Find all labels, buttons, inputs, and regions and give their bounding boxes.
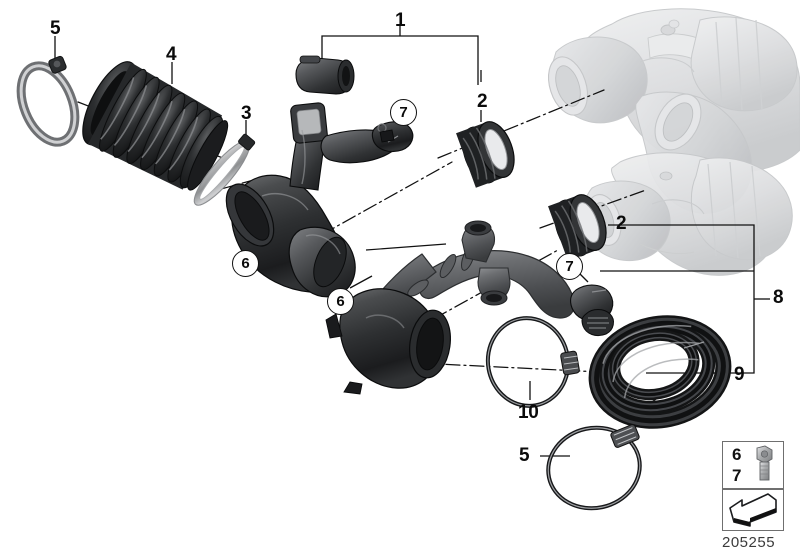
callout-8: 8 <box>773 287 784 308</box>
part-8-intake-hose-assembly <box>325 220 614 395</box>
part-9-coiled-hose <box>588 315 732 429</box>
callout-9: 9 <box>734 364 745 385</box>
callout-circle-6-lower: 6 <box>327 288 354 315</box>
arrow-pointer-icon <box>729 493 777 527</box>
legend-box-fasteners <box>722 441 784 489</box>
ghost-turbocharger-lower <box>582 152 793 276</box>
legend-number-6: 6 <box>732 445 742 464</box>
callout-circle-7-lower: 7 <box>556 253 583 280</box>
callout-circle-7-upper: 7 <box>390 99 417 126</box>
callout-1: 1 <box>395 10 406 31</box>
callout-10: 10 <box>518 402 539 423</box>
part-1-intake-manifold-assembly <box>225 55 414 298</box>
part-2-rubber-coupling-lower <box>548 194 607 261</box>
leader-assembly8-label <box>365 243 447 251</box>
part-10-retaining-ring <box>485 316 580 408</box>
part-5-hose-clamp-upper <box>16 55 80 147</box>
part-5-hose-clamp-lower <box>546 424 642 511</box>
tie-6b <box>349 275 373 289</box>
callout-2-upper: 2 <box>477 91 488 112</box>
callout-2-lower: 2 <box>616 213 627 234</box>
hex-bolt-icon <box>756 445 773 481</box>
callout-4: 4 <box>166 44 177 65</box>
ghost-turbocharger-upper <box>547 8 800 174</box>
callout-3: 3 <box>241 103 252 124</box>
callout-5-lower: 5 <box>519 445 530 466</box>
callout-5-upper: 5 <box>50 18 61 39</box>
diagram-part-number: 205255 <box>722 534 776 551</box>
part-2-rubber-coupling-upper <box>456 121 515 188</box>
legend-number-7: 7 <box>732 466 742 485</box>
part-3-sealing-ring <box>193 133 256 206</box>
part-4-bellows-boot <box>82 61 229 191</box>
callout-circle-6-upper: 6 <box>232 250 259 277</box>
